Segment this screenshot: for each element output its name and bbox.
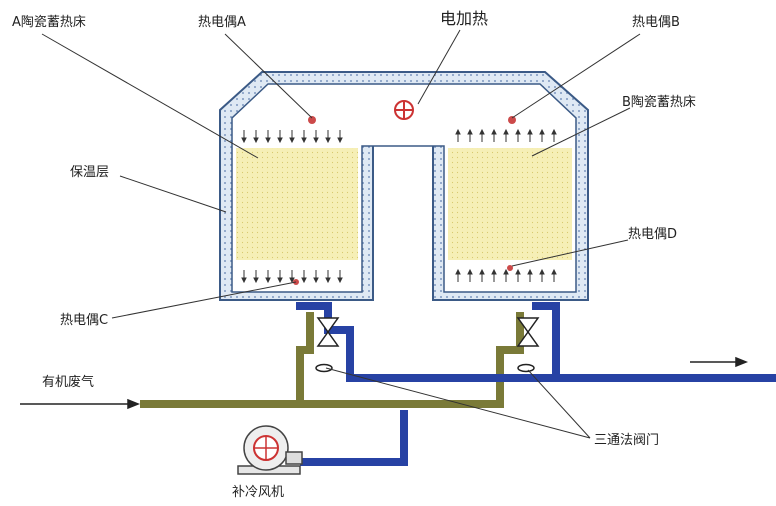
leader-lines: [41, 29, 641, 439]
outlet-arrow: [690, 356, 749, 368]
thermocouple-b-dot: [508, 116, 516, 124]
three-way-valve-left: [315, 317, 340, 373]
label-bed-a: A陶瓷蓄热床: [12, 14, 86, 30]
flow-arrows-b-top: [455, 128, 557, 142]
clean-air-pipe: [296, 302, 776, 466]
label-insulation: 保温层: [70, 165, 109, 180]
electric-heater-icon: [394, 100, 414, 120]
label-thermocouple-a: 热电偶A: [198, 15, 246, 30]
label-bed-b: B陶瓷蓄热床: [622, 94, 696, 110]
label-thermocouple-d: 热电偶D: [628, 227, 677, 242]
ceramic-bed-b: [448, 148, 572, 260]
label-thermocouple-c: 热电偶C: [60, 313, 108, 328]
three-way-valve-right: [516, 317, 540, 373]
ceramic-bed-a: [236, 148, 358, 260]
label-thermocouple-b: 热电偶B: [632, 15, 680, 30]
label-organic-exhaust: 有机废气: [42, 374, 94, 390]
flow-arrows-a-top: [241, 130, 343, 144]
label-cooling-fan: 补冷风机: [232, 485, 284, 500]
label-electric-heating: 电加热: [440, 9, 488, 28]
label-three-way-valve: 三通法阀门: [594, 433, 659, 448]
flow-arrows-b-bottom: [455, 268, 557, 282]
thermocouple-a-dot: [308, 116, 316, 124]
inlet-arrow: [20, 398, 141, 410]
thermocouple-d-dot: [507, 265, 513, 271]
organic-exhaust-pipe: [140, 312, 524, 408]
cooling-fan-icon: [237, 425, 303, 475]
flow-arrows-a-bottom: [241, 270, 343, 284]
